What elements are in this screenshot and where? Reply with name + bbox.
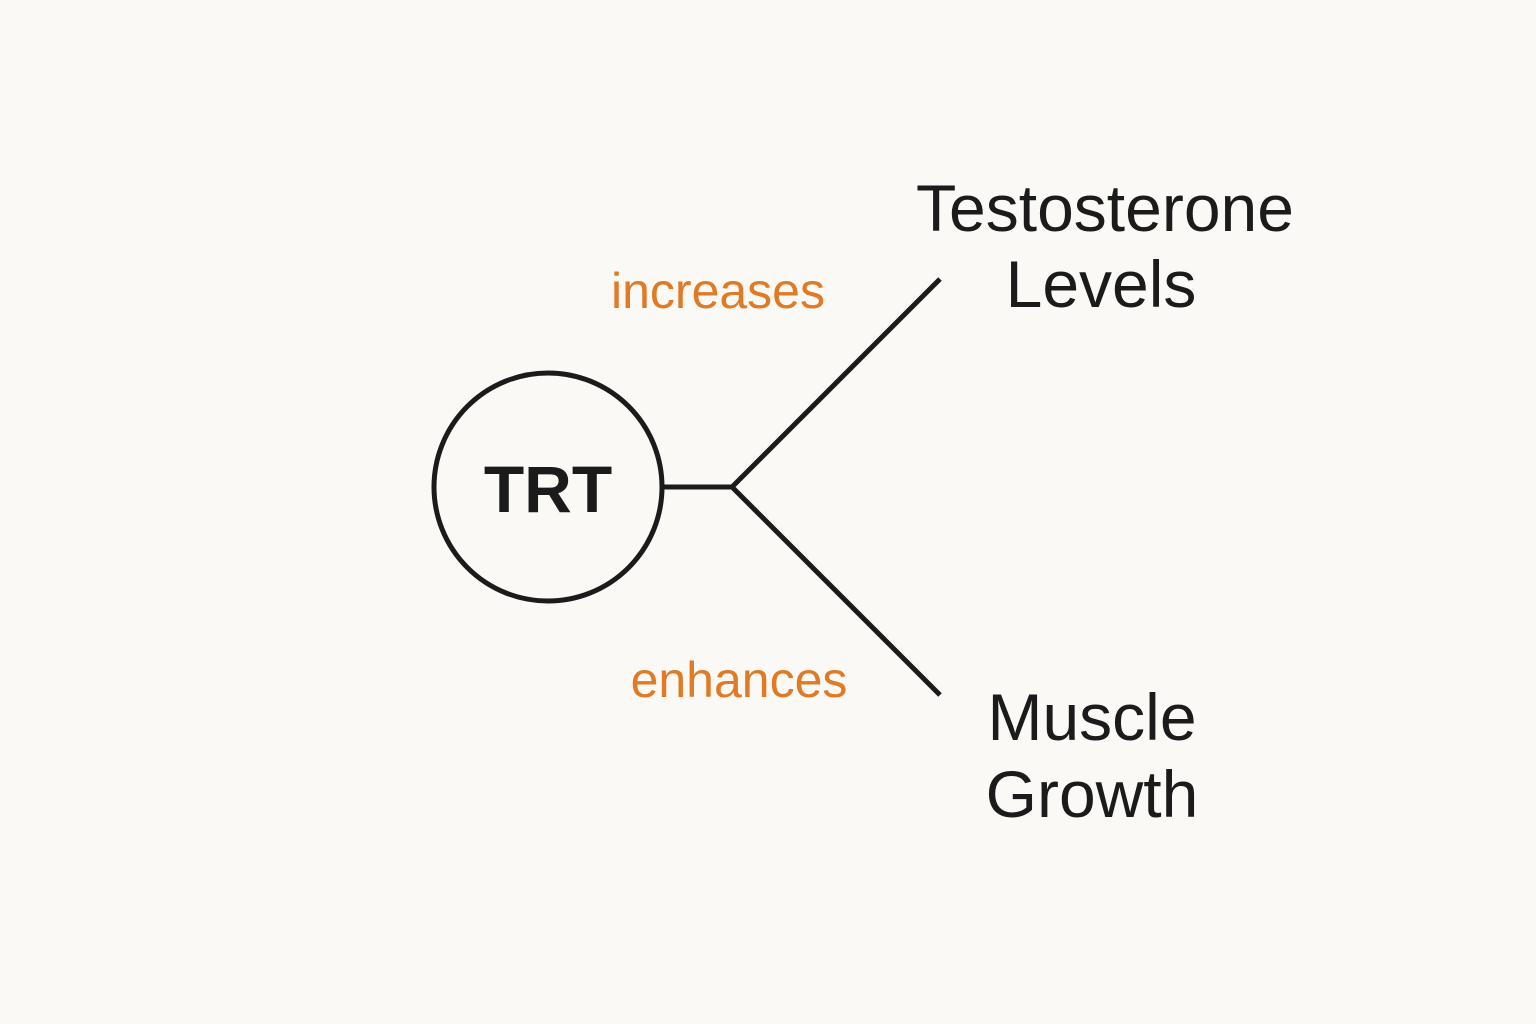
target-bottom-label-line1: Muscle <box>987 680 1196 754</box>
branch-line-bottom <box>729 484 942 697</box>
edge-label-increases: increases <box>611 263 825 319</box>
target-bottom-label-line2: Growth <box>986 757 1199 831</box>
center-node-label: TRT <box>484 452 612 526</box>
edge-label-enhances: enhances <box>631 652 848 708</box>
branch-line-top <box>729 277 942 490</box>
target-top-label-line2: Levels <box>1006 247 1197 321</box>
target-top-label-line1: Testosterone <box>916 171 1294 245</box>
